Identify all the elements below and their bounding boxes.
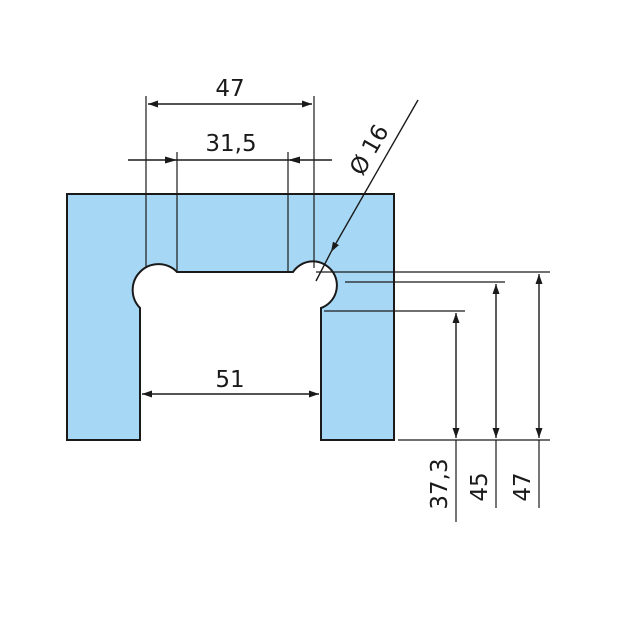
leader-diameter — [330, 99, 419, 253]
label-height-large: 47 — [510, 472, 536, 501]
profile-body — [66, 193, 395, 441]
label-diameter-group: Ø 16 — [345, 120, 394, 180]
label-bottom-width: 51 — [215, 367, 244, 393]
arrow-inner-right — [288, 156, 300, 164]
label-height-mid: 45 — [467, 472, 493, 501]
label-inner-width: 31,5 — [205, 131, 256, 157]
label-height-small: 37,3 — [427, 458, 453, 509]
label-top-width: 47 — [215, 76, 244, 102]
arrow-inner-left — [165, 156, 177, 164]
label-diameter: 16 — [357, 120, 394, 158]
leader-diameter-inner — [315, 251, 332, 282]
label-diameter-symbol: Ø — [345, 151, 377, 180]
